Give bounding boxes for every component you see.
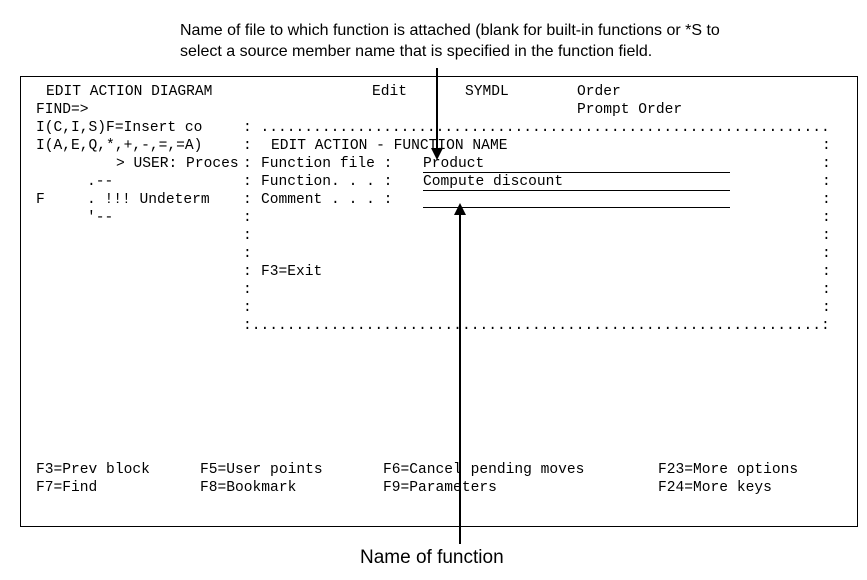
- popup-border-right: :: [822, 174, 831, 190]
- popup-border-right: :: [822, 156, 831, 172]
- fkey-user-points[interactable]: F5=User points: [200, 462, 323, 478]
- callout-arrow-bottom-line: [459, 214, 461, 544]
- comment-input-underline: [423, 207, 730, 208]
- fkey-find[interactable]: F7=Find: [36, 480, 98, 496]
- function-input[interactable]: Compute discount: [423, 174, 564, 190]
- fkey-prev-block[interactable]: F3=Prev block: [36, 462, 150, 478]
- function-file-input[interactable]: Product: [423, 156, 485, 172]
- popup-border-left: :: [243, 246, 252, 262]
- popup-bottom-border: :.......................................…: [243, 318, 830, 334]
- fkey-more-keys[interactable]: F24=More keys: [658, 480, 772, 496]
- exit-key-label[interactable]: F3=Exit: [261, 264, 323, 280]
- callout-function-name: Name of function: [360, 547, 504, 568]
- callout-function-file-line2: select a source member name that is spec…: [180, 43, 653, 60]
- edit-mode: Edit: [372, 84, 408, 100]
- popup-border-right: :: [822, 138, 831, 154]
- function-file-label: Function file :: [261, 156, 393, 172]
- callout-arrow-bottom-head: [454, 203, 466, 215]
- comment-label: Comment . . . :: [261, 192, 393, 208]
- model-name: SYMDL: [465, 84, 509, 100]
- undetermined-line[interactable]: . !!! Undeterm: [87, 192, 210, 208]
- popup-border-left: :: [243, 264, 252, 280]
- popup-top-border: : ......................................…: [243, 120, 830, 136]
- insert-options: I(C,I,S)F=Insert co: [36, 120, 203, 136]
- callout-arrow-top-line: [436, 68, 438, 148]
- popup-border-left: :: [243, 174, 252, 190]
- popup-border-left: :: [243, 210, 252, 226]
- callout-arrow-top-head: [431, 148, 443, 160]
- popup-title: EDIT ACTION - FUNCTION NAME: [271, 138, 508, 154]
- popup-border-left: :: [243, 156, 252, 172]
- screen-title: EDIT ACTION DIAGRAM: [46, 84, 213, 100]
- function-file-input-underline: [423, 172, 730, 173]
- function-label: Function. . . :: [261, 174, 393, 190]
- callout-function-file-line1: Name of file to which function is attach…: [180, 22, 720, 39]
- popup-border-right: :: [822, 210, 831, 226]
- block-start-line[interactable]: .--: [87, 174, 114, 190]
- action-options: I(A,E,Q,*,+,-,=,=A): [36, 138, 203, 154]
- popup-border-right: :: [822, 282, 831, 298]
- line-command-code[interactable]: F: [36, 192, 45, 208]
- popup-border-left: :: [243, 282, 252, 298]
- popup-border-right: :: [822, 300, 831, 316]
- popup-border-left: :: [243, 138, 252, 154]
- popup-border-left: :: [243, 192, 252, 208]
- file-name: Order: [577, 84, 621, 100]
- popup-border-right: :: [822, 192, 831, 208]
- fkey-more-options[interactable]: F23=More options: [658, 462, 799, 478]
- block-end-line[interactable]: '--: [87, 210, 114, 226]
- fkey-cancel-pending-moves[interactable]: F6=Cancel pending moves: [383, 462, 585, 478]
- popup-border-right: :: [822, 228, 831, 244]
- popup-border-left: :: [243, 228, 252, 244]
- callout-function-file: Name of file to which function is attach…: [180, 20, 720, 62]
- popup-border-right: :: [822, 246, 831, 262]
- user-process-line[interactable]: > USER: Proces: [116, 156, 239, 172]
- terminal-screen: EDIT ACTION DIAGRAM Edit SYMDL Order FIN…: [20, 76, 858, 527]
- popup-border-right: :: [822, 264, 831, 280]
- function-name-header: Prompt Order: [577, 102, 683, 118]
- fkey-bookmark[interactable]: F8=Bookmark: [200, 480, 297, 496]
- fkey-parameters[interactable]: F9=Parameters: [383, 480, 497, 496]
- find-label[interactable]: FIND=>: [36, 102, 89, 118]
- function-input-underline: [423, 190, 730, 191]
- popup-border-left: :: [243, 300, 252, 316]
